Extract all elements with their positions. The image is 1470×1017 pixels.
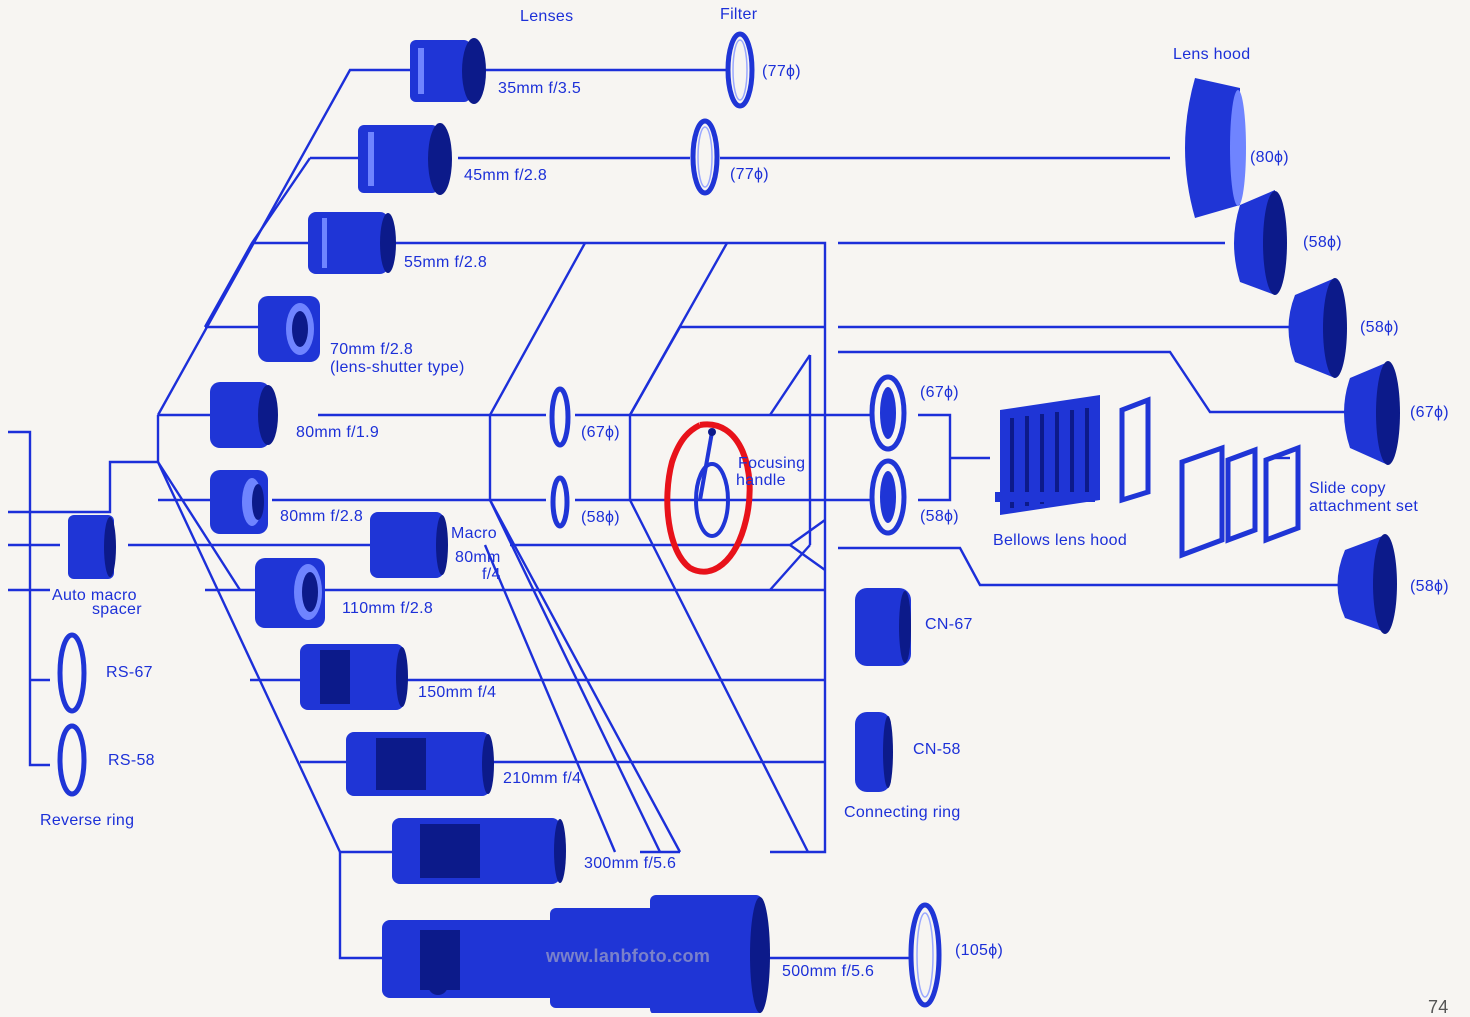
hood-58a-icon (1234, 190, 1287, 295)
header-connecting-ring: Connecting ring (844, 804, 961, 822)
header-reverse-ring: Reverse ring (40, 812, 134, 830)
lens-label-150mm: 150mm f/4 (418, 684, 496, 702)
cn58-label: CN-58 (913, 741, 961, 759)
lens-label-80mm-f19: 80mm f/1.9 (296, 424, 379, 442)
filter-77-ring-icon (728, 34, 752, 106)
adapter-label-67: (67ϕ) (920, 384, 959, 402)
auto-macro-spacer-label-2: spacer (92, 601, 142, 619)
hood-58b-icon (1289, 278, 1348, 378)
filter-105-ring-icon (911, 905, 939, 1005)
lens-110mm-icon (255, 558, 325, 628)
rs58-label: RS-58 (108, 752, 155, 770)
adapter-label-58: (58ϕ) (920, 508, 959, 526)
hood-label-5: (58ϕ) (1410, 578, 1449, 596)
focusing-handle-label-1: Focusing (738, 455, 805, 473)
header-lens-hood: Lens hood (1173, 46, 1250, 64)
bellows-lens-hood-label: Bellows lens hood (993, 532, 1127, 550)
slide-copy-attachment-icon (1182, 448, 1298, 555)
filter-77b-ring-icon (693, 121, 717, 193)
lens-sublabel-macro-80mm: 80mm (455, 549, 501, 567)
lens-150mm-icon (300, 644, 408, 710)
lens-label-70mm: 70mm f/2.8 (330, 341, 413, 359)
lens-55mm-icon (308, 212, 396, 274)
filter-label-3: (67ϕ) (581, 424, 620, 442)
lens-80mm-f19-icon (210, 382, 278, 448)
hood-label-1: (80ϕ) (1250, 149, 1289, 167)
lens-sublabel-70mm: (lens-shutter type) (330, 359, 465, 377)
filter-label-5: (105ϕ) (955, 942, 1003, 960)
filter-label-2: (77ϕ) (730, 166, 769, 184)
filter-58-ring-icon (553, 478, 567, 526)
filter-label-4: (58ϕ) (581, 509, 620, 527)
hood-58c-icon (1338, 534, 1398, 634)
connector-lines (8, 70, 1352, 958)
header-lenses: Lenses (520, 8, 573, 26)
lens-300mm-icon (392, 818, 566, 884)
adapter-58-icon (872, 461, 904, 533)
lens-210mm-icon (346, 732, 494, 796)
lens-label-110mm: 110mm f/2.8 (342, 600, 433, 618)
hood-label-3: (58ϕ) (1360, 319, 1399, 337)
lens-sublabel-macro-f4: f/4 (482, 566, 501, 584)
header-filter: Filter (720, 6, 757, 24)
rs67-ring-icon (60, 635, 84, 711)
lens-45mm-icon (358, 123, 452, 195)
cn67-label: CN-67 (925, 616, 973, 634)
lens-label-45mm: 45mm f/2.8 (464, 167, 547, 185)
adapter-67-icon (872, 377, 904, 449)
hood-label-2: (58ϕ) (1303, 234, 1342, 252)
lens-label-80mm-f28: 80mm f/2.8 (280, 508, 363, 526)
lens-label-55mm: 55mm f/2.8 (404, 254, 487, 272)
slide-copy-label-1: Slide copy (1309, 480, 1386, 498)
lens-label-500mm: 500mm f/5.6 (782, 963, 874, 981)
rs58-ring-icon (60, 726, 84, 794)
lens-label-300mm: 300mm f/5.6 (584, 855, 676, 873)
auto-macro-spacer-icon (68, 515, 116, 579)
cn58-ring-icon (855, 712, 893, 792)
page-number: 74 (1428, 998, 1449, 1016)
bellows-lens-hood-icon (995, 395, 1148, 515)
hood-label-4: (67ϕ) (1410, 404, 1449, 422)
lens-label-210mm: 210mm f/4 (503, 770, 581, 788)
focusing-handle-label-2: handle (736, 472, 786, 490)
filter-67-ring-icon (552, 389, 568, 445)
watermark: www.lanbfoto.com (546, 947, 710, 965)
focusing-handle-icon (696, 428, 728, 536)
lens-label-macro: Macro (451, 525, 497, 543)
rs67-label: RS-67 (106, 664, 153, 682)
lens-80mm-f28-icon (210, 470, 268, 534)
lens-70mm-icon (258, 296, 320, 362)
lens-macro-80mm-icon (370, 512, 448, 578)
hood-67-icon (1344, 361, 1400, 465)
slide-copy-label-2: attachment set (1309, 498, 1418, 516)
cn67-ring-icon (855, 588, 911, 666)
lens-35mm-icon (410, 38, 486, 104)
lens-label-35mm: 35mm f/3.5 (498, 80, 581, 98)
hood-80-icon (1185, 78, 1246, 218)
filter-label-1: (77ϕ) (762, 63, 801, 81)
